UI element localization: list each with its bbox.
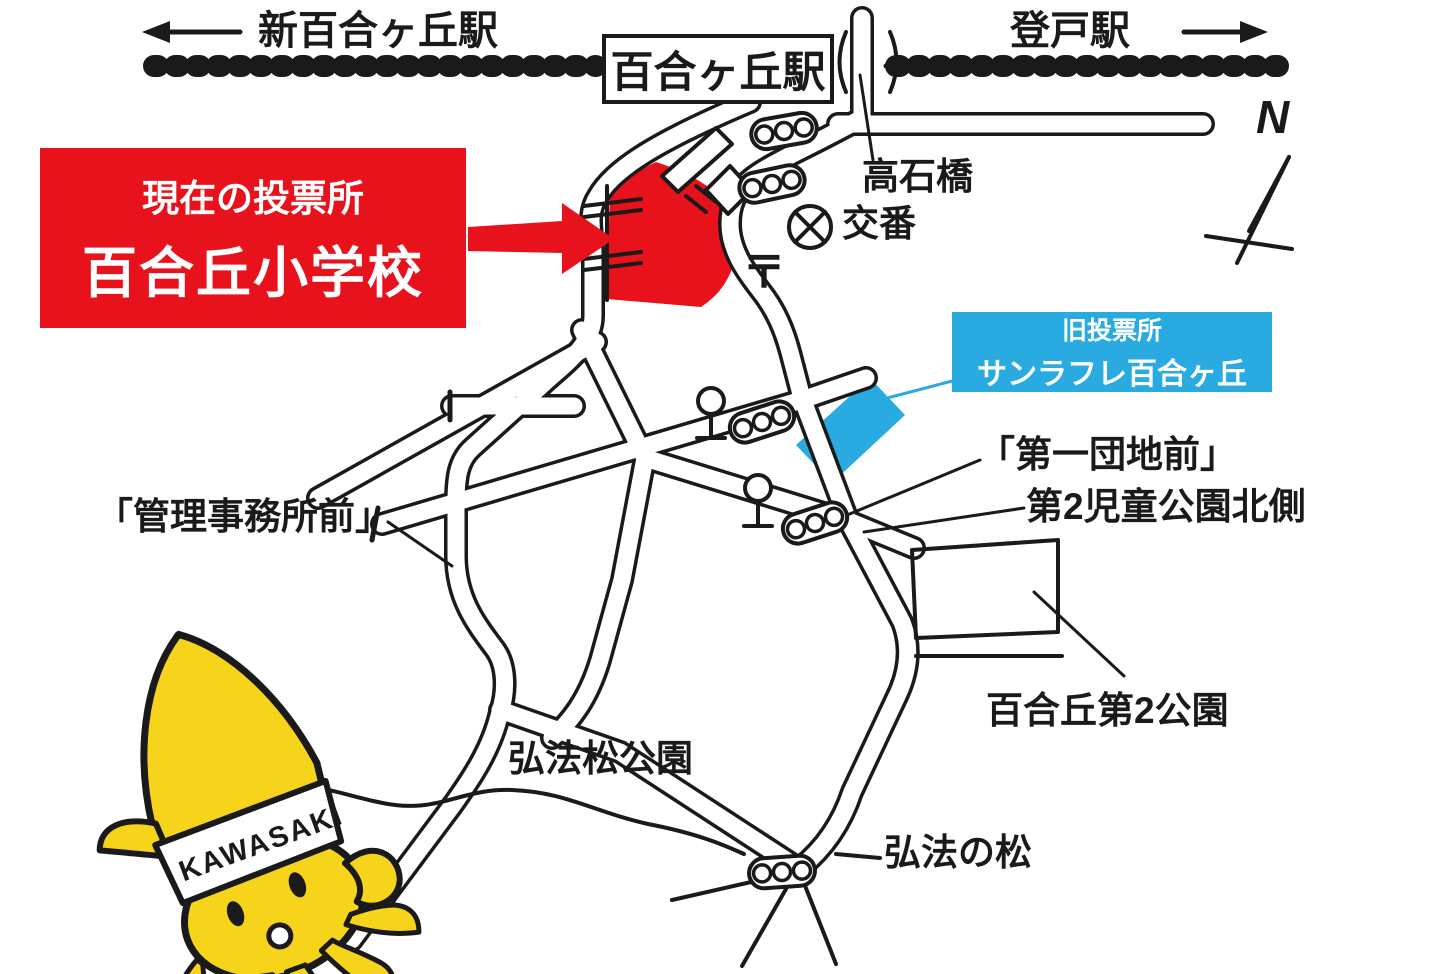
- road-interiors: [309, 9, 1212, 949]
- label-jido-koen-north: 第2児童公園北側: [1026, 486, 1306, 527]
- compass-north-letter: N: [1256, 91, 1290, 143]
- compass-needle: [1204, 155, 1294, 265]
- label-daiichi-danchimae: 「第一団地前」: [978, 434, 1237, 475]
- traffic-signals: [727, 110, 850, 891]
- bridge-brackets: [837, 30, 899, 94]
- park2-polygon: [910, 538, 1064, 658]
- mascot-eyes: [226, 872, 307, 927]
- police-box-icon: [787, 204, 833, 250]
- right-direction-arrow: [1181, 21, 1268, 43]
- station-label-noborito: 登戸駅: [1010, 9, 1130, 53]
- old-polling-line2: サンラフレ百合ヶ丘: [977, 358, 1247, 391]
- old-polling-line1: 旧投票所: [1061, 317, 1162, 345]
- label-kobo-pine: 弘法の松: [884, 832, 1032, 873]
- old-polling-callout: 旧投票所 サンラフレ百合ヶ丘: [952, 312, 1272, 392]
- entrance-marks: [582, 184, 718, 272]
- bus-stop-symbols: [695, 386, 774, 528]
- label-kanri-jimushomae: 「管理事務所前」: [96, 496, 392, 537]
- current-polling-callout: 現在の投票所 百合丘小学校: [40, 148, 466, 328]
- road-end-caps: [369, 389, 453, 543]
- red-arrow: [468, 203, 614, 274]
- current-polling-line2: 百合丘小学校: [81, 242, 424, 304]
- leader-lines: [386, 73, 1126, 678]
- station-label-shinyurigaoka: 新百合ヶ丘駅: [258, 9, 498, 53]
- label-kobomatsu-park: 弘法松公園: [508, 738, 693, 779]
- left-direction-arrow: [142, 21, 243, 43]
- station-box-yurigaoka: 百合ヶ丘駅: [602, 34, 834, 104]
- current-polling-line1: 現在の投票所: [142, 178, 364, 219]
- label-koban: 交番: [842, 203, 916, 244]
- mascot-mouth: [266, 922, 294, 950]
- label-yurigaoka-park2: 百合丘第2公園: [986, 690, 1229, 731]
- kawasaki-squid-mascot: KAWASAKI: [96, 630, 422, 974]
- post-office-mark: 〒: [742, 248, 786, 297]
- label-takaishibashi: 高石橋: [862, 156, 973, 197]
